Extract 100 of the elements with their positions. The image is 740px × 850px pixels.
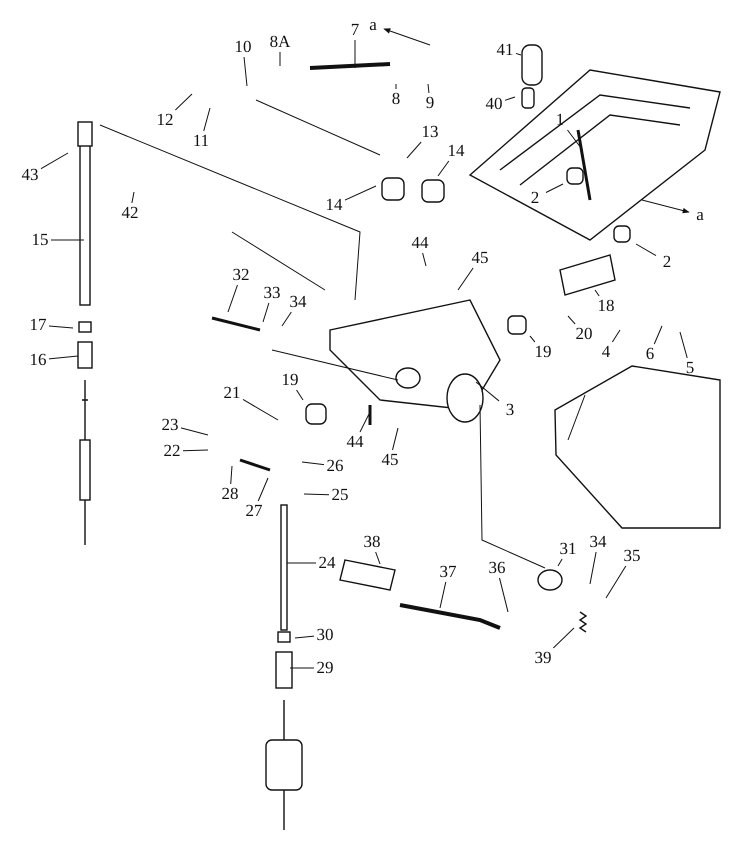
leader-line: [428, 84, 430, 94]
callout-number: 20: [573, 324, 595, 344]
callout-number: 29: [314, 658, 336, 678]
callout-number: 15: [29, 230, 51, 250]
leader-line: [530, 336, 536, 342]
leader-line: [262, 302, 270, 322]
leader-line: [242, 398, 278, 420]
callout-number: 22: [161, 441, 183, 461]
leader-line: [476, 382, 500, 402]
leader-line: [392, 428, 398, 450]
callout-number: 11: [190, 131, 212, 151]
callout-number: 34: [587, 532, 609, 552]
leader-line: [552, 628, 574, 648]
leader-line: [258, 478, 268, 502]
leader-line: [654, 326, 662, 344]
callout-number: 18: [595, 296, 617, 316]
callout-number: 33: [261, 283, 283, 303]
leader-line: [516, 52, 522, 56]
leader-line: [48, 325, 74, 328]
callout-number: 19: [532, 342, 554, 362]
leader-line: [228, 284, 238, 312]
callout-number: 14: [445, 141, 467, 161]
callout-number: 19: [279, 370, 301, 390]
callout-number: 3: [499, 400, 521, 420]
leader-line: [406, 142, 422, 158]
leader-line: [558, 558, 563, 566]
callout-number: 37: [437, 562, 459, 582]
callout-number: 2: [524, 188, 546, 208]
leader-line: [440, 582, 446, 608]
callout-number: 28: [219, 484, 241, 504]
leader-line: [422, 252, 426, 266]
leader-line: [375, 552, 380, 564]
callout-number: 25: [329, 485, 351, 505]
leader-line: [282, 312, 292, 326]
leader-line: [499, 578, 508, 612]
leader-line: [244, 56, 248, 86]
callout-number: 8: [385, 89, 407, 109]
callout-number: 8A: [269, 32, 291, 52]
leader-line: [438, 160, 450, 176]
callout-number: 35: [621, 546, 643, 566]
callout-number: 41: [494, 40, 516, 60]
callout-number: 23: [159, 415, 181, 435]
callout-number: 21: [221, 383, 243, 403]
leader-line: [590, 552, 597, 584]
leader-line: [304, 494, 330, 496]
callout-number: 4: [595, 342, 617, 362]
callout-number: 31: [557, 539, 579, 559]
leader-line: [354, 40, 356, 68]
arrow: [383, 28, 430, 46]
leader-line: [182, 450, 208, 452]
leader-line: [568, 316, 576, 324]
leader-line: [680, 332, 688, 358]
callout-number: 12: [154, 110, 176, 130]
callout-number: 42: [119, 203, 141, 223]
callout-number: 44: [344, 432, 366, 452]
callout-number: 43: [19, 165, 41, 185]
callout-number: 45: [469, 248, 491, 268]
leader-line: [294, 636, 314, 638]
leader-line: [40, 152, 68, 170]
leader-line: [180, 427, 208, 436]
callout-number: 6: [639, 344, 661, 364]
leader-line: [131, 192, 134, 204]
leader-line: [360, 412, 370, 432]
callout-number: 38: [361, 532, 383, 552]
callout-number: 44: [409, 233, 431, 253]
leader-line: [174, 94, 192, 110]
leader-line: [612, 330, 620, 342]
callout-number: 27: [243, 501, 265, 521]
callout-number: 14: [323, 195, 345, 215]
leader-line: [230, 466, 232, 484]
leader-line: [344, 186, 376, 201]
leader-line: [296, 390, 304, 400]
callout-number: 5: [679, 358, 701, 378]
callout-number: 17: [27, 315, 49, 335]
arrow: [642, 200, 690, 214]
callout-number: 26: [324, 456, 346, 476]
callout-number: 9: [419, 93, 441, 113]
callout-number: 34: [287, 292, 309, 312]
callout-number: 13: [419, 122, 441, 142]
leader-line: [458, 268, 474, 290]
callout-number: 16: [27, 350, 49, 370]
leader-line: [636, 244, 656, 256]
callout-number: 45: [379, 450, 401, 470]
callout-number: a: [689, 205, 711, 225]
leader-line: [567, 130, 582, 148]
callout-number: 40: [483, 94, 505, 114]
callout-number: 30: [314, 625, 336, 645]
callout-number: 36: [486, 558, 508, 578]
callout-number: 32: [230, 265, 252, 285]
leader-line: [606, 566, 626, 598]
callout-number: 10: [232, 37, 254, 57]
leader-line: [302, 462, 324, 466]
leader-line: [286, 562, 316, 564]
leader-line: [48, 356, 78, 360]
callout-number: 24: [316, 553, 338, 573]
leader-line: [504, 96, 516, 101]
callout-number: 2: [656, 252, 678, 272]
leader-line: [203, 108, 210, 132]
callout-number: 39: [532, 648, 554, 668]
leader-line: [546, 184, 564, 193]
